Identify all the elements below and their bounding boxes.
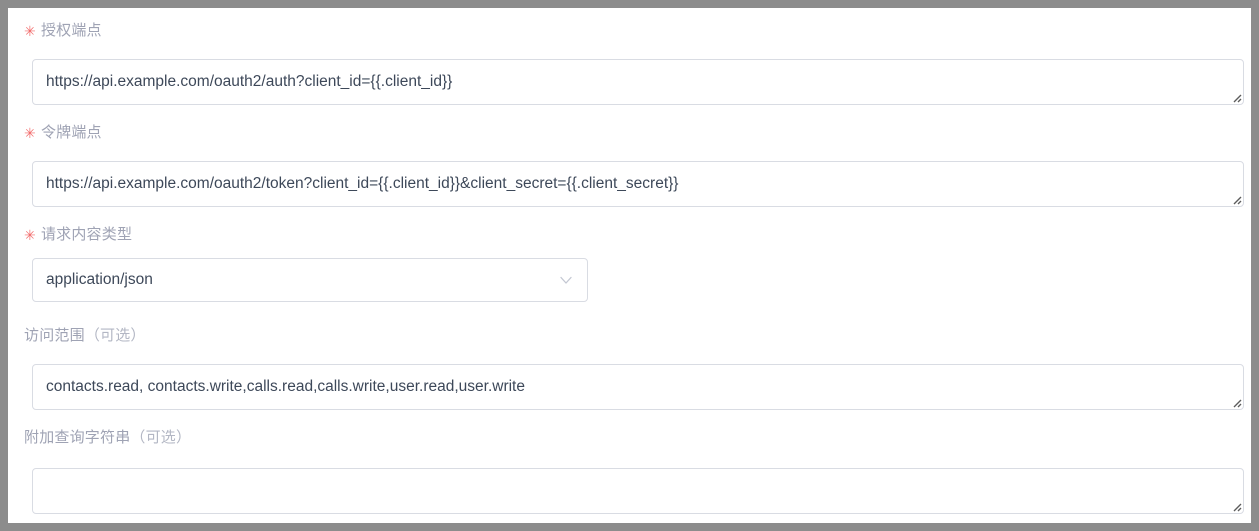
label-request-content-type: ✳请求内容类型: [24, 225, 132, 245]
token-endpoint-input[interactable]: https://api.example.com/oauth2/token?cli…: [32, 161, 1244, 207]
request-content-type-select[interactable]: application/json: [32, 258, 588, 302]
label-authorization-endpoint: ✳授权端点: [24, 21, 102, 41]
label-optional-additional-query-string: （可选）: [130, 429, 192, 446]
additional-query-string-field-wrap: [32, 468, 1244, 514]
label-text-request-content-type: 请求内容类型: [40, 226, 133, 243]
label-additional-query-string: 附加查询字符串（可选）: [24, 428, 191, 448]
authorization-endpoint-field-wrap: https://api.example.com/oauth2/auth?clie…: [32, 59, 1244, 105]
chevron-down-icon[interactable]: [558, 272, 574, 288]
label-optional-scope: （可选）: [84, 327, 146, 344]
label-token-endpoint: ✳令牌端点: [24, 123, 102, 143]
request-content-type-selected-value: application/json: [46, 271, 153, 288]
label-text-scope: 访问范围: [24, 327, 85, 344]
required-asterisk-icon: ✳: [24, 23, 36, 39]
label-text-additional-query-string: 附加查询字符串: [24, 429, 131, 446]
label-text-authorization-endpoint: 授权端点: [40, 22, 102, 39]
required-asterisk-icon: ✳: [24, 227, 36, 243]
scope-input[interactable]: contacts.read, contacts.write,calls.read…: [32, 364, 1244, 410]
additional-query-string-input[interactable]: [32, 468, 1244, 514]
label-scope: 访问范围（可选）: [24, 326, 146, 346]
scope-field-wrap: contacts.read, contacts.write,calls.read…: [32, 364, 1244, 410]
form-panel: ✳授权端点 https://api.example.com/oauth2/aut…: [8, 8, 1251, 523]
token-endpoint-field-wrap: https://api.example.com/oauth2/token?cli…: [32, 161, 1244, 207]
required-asterisk-icon: ✳: [24, 125, 36, 141]
label-text-token-endpoint: 令牌端点: [40, 124, 102, 141]
authorization-endpoint-input[interactable]: https://api.example.com/oauth2/auth?clie…: [32, 59, 1244, 105]
